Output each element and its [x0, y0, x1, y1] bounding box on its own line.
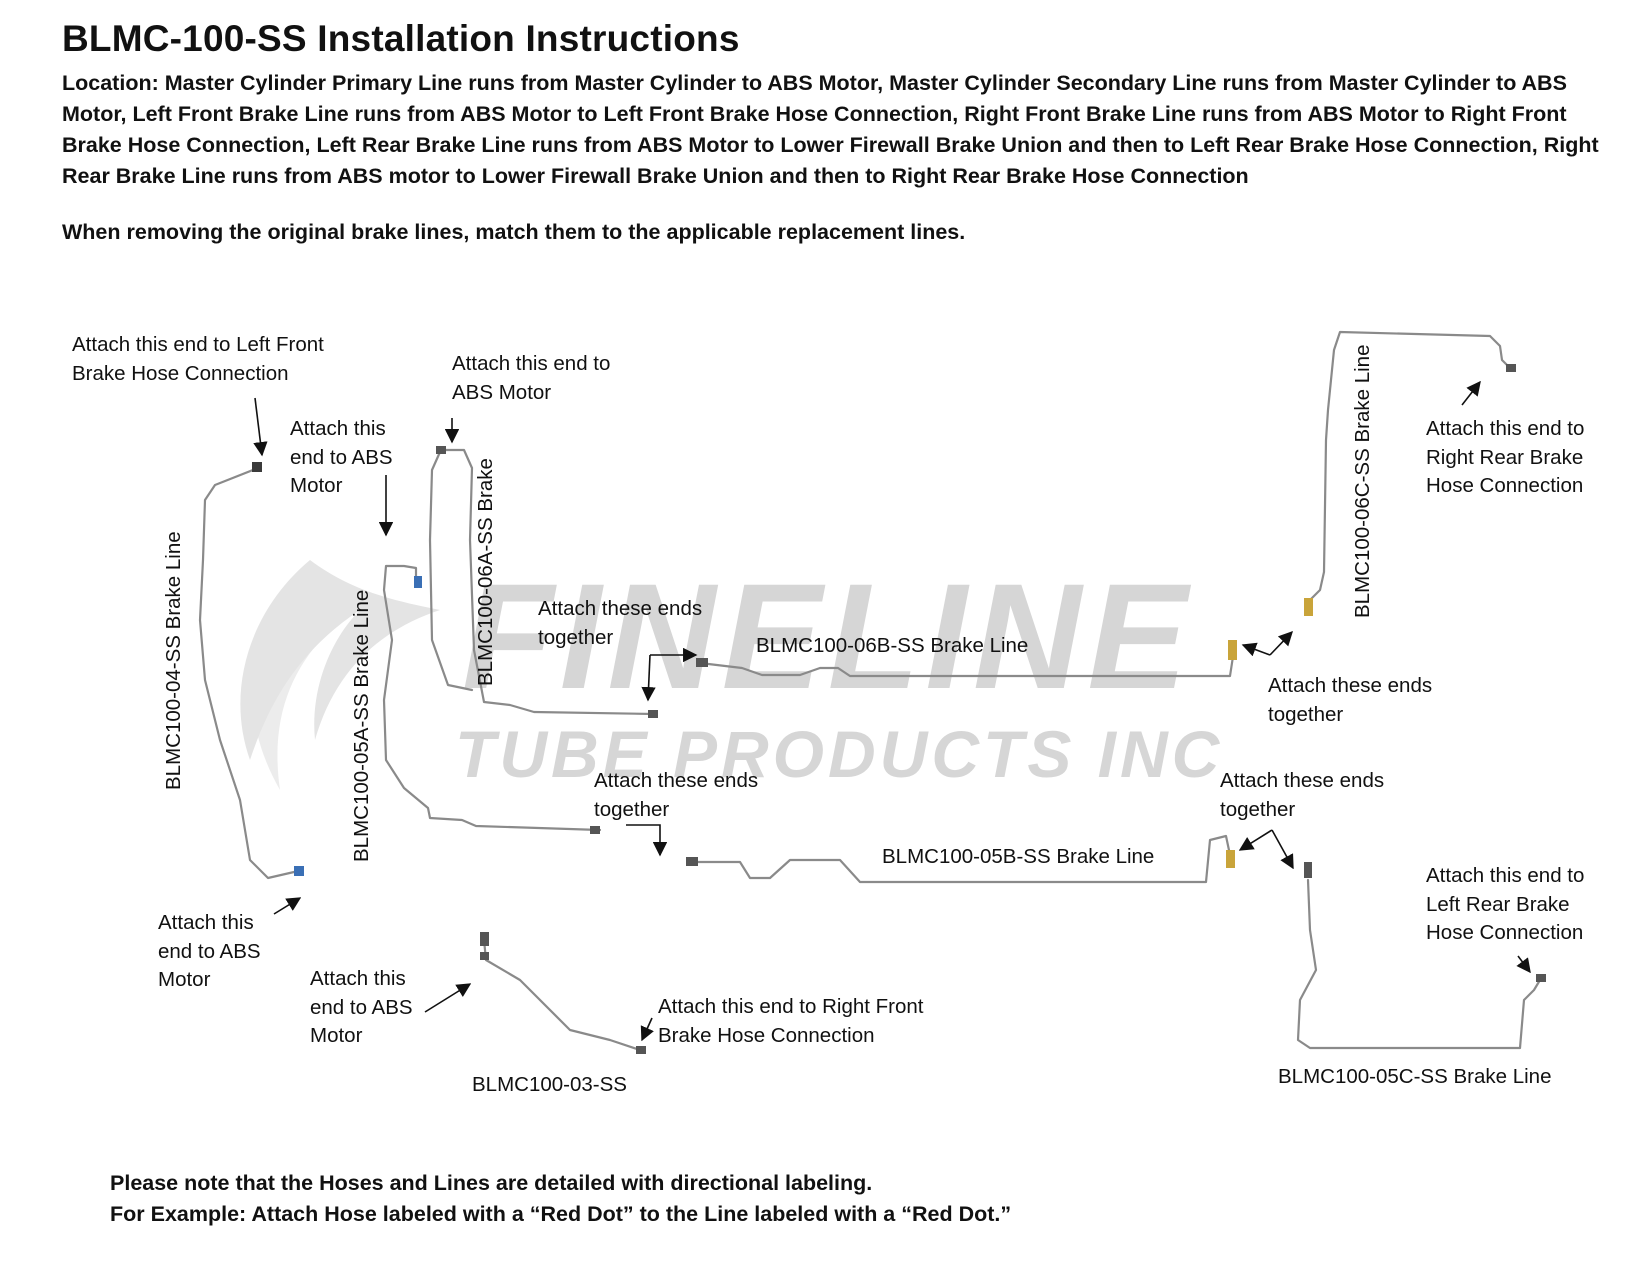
- line-label-06a: BLMC100-06A-SS Brake: [474, 458, 497, 686]
- callout-abs-03: Attach this end to ABS Motor: [310, 967, 413, 1047]
- location-description: Location: Master Cylinder Primary Line r…: [62, 71, 1599, 188]
- line-label-03: BLMC100-03-SS: [472, 1073, 627, 1096]
- tube-06a: [444, 448, 656, 716]
- callout-together-06: Attach these ends together: [538, 597, 703, 649]
- callout-together-06c: Attach these ends together: [1268, 674, 1433, 726]
- line-label-05a: BLMC100-05A-SS Brake Line: [350, 589, 373, 862]
- tube-06b: [698, 648, 1236, 678]
- callout-left-front-hose: Attach this end to Left Front Brake Hose…: [72, 333, 324, 385]
- line-label-05c: BLMC100-05C-SS Brake Line: [1278, 1065, 1552, 1088]
- arrow-together-06c-a: [1241, 642, 1271, 657]
- footer-line-1: Please note that the Hoses and Lines are…: [110, 1171, 873, 1195]
- arrow-abs-04: [273, 897, 302, 915]
- arrow-right-rear: [1461, 380, 1481, 406]
- arrow-together-05: [626, 824, 668, 857]
- arrow-abs-03: [424, 983, 472, 1013]
- tube-06c: [1306, 330, 1512, 604]
- arrow-together-06c-b: [1269, 630, 1293, 656]
- callout-together-05c: Attach these ends together: [1220, 769, 1385, 821]
- callout-right-rear-hose: Attach this end to Right Rear Brake Hose…: [1426, 417, 1585, 497]
- page-title: BLMC-100-SS Installation Instructions: [62, 18, 740, 59]
- arrow-together-06: [641, 654, 656, 702]
- arrow-right-front: [640, 1017, 654, 1042]
- arrow-left-front: [253, 397, 268, 457]
- callout-together-05: Attach these ends together: [594, 769, 759, 821]
- callout-abs-05a: Attach this end to ABS Motor: [290, 417, 393, 497]
- tube-03: [482, 938, 642, 1052]
- arrow-together-05c-b: [1271, 829, 1294, 870]
- tube-05a: [382, 564, 602, 832]
- line-label-05b: BLMC100-05B-SS Brake Line: [882, 845, 1155, 868]
- removal-note: When removing the original brake lines, …: [62, 220, 966, 244]
- callout-right-front-hose: Attach this end to Right Front Brake Hos…: [658, 995, 924, 1047]
- tube-04: [198, 466, 296, 880]
- callout-left-rear-hose: Attach this end to Left Rear Brake Hose …: [1426, 864, 1585, 944]
- callout-abs-06a: Attach this end to ABS Motor: [452, 352, 611, 404]
- line-label-06c: BLMC100-06C-SS Brake Line: [1351, 344, 1374, 618]
- footer-note: Please note that the Hoses and Lines are…: [110, 1168, 1011, 1230]
- arrow-left-rear: [1516, 955, 1531, 974]
- arrow-together-05c-a: [1238, 829, 1273, 851]
- tube-fittings: [252, 364, 1546, 1054]
- tube-05c: [1296, 878, 1542, 1050]
- watermark-company: TUBE PRODUCTS INC: [455, 717, 1224, 791]
- line-label-04: BLMC100-04-SS Brake Line: [162, 531, 185, 790]
- line-label-06b: BLMC100-06B-SS Brake Line: [756, 634, 1029, 657]
- callout-abs-04: Attach this end to ABS Motor: [158, 911, 261, 991]
- watermark-swoosh: [240, 560, 440, 790]
- footer-line-2: For Example: Attach Hose labeled with a …: [110, 1202, 1012, 1226]
- watermark-brand: FINELINE: [462, 552, 1194, 720]
- tube-06a-end: [428, 448, 474, 692]
- tube-05b: [692, 834, 1232, 884]
